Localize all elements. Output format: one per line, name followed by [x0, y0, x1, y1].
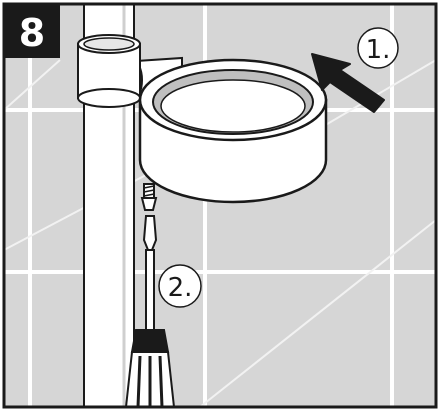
holder-assembly	[77, 34, 328, 204]
frame-border	[2, 2, 438, 409]
step-number: 8	[19, 11, 45, 55]
screw-icon	[140, 183, 158, 211]
callout-1-label: 1.	[366, 35, 391, 65]
screwdriver-icon	[124, 215, 176, 408]
callout-1: 1.	[357, 27, 399, 69]
step-badge: 8	[4, 4, 60, 58]
push-arrow-icon	[311, 53, 385, 113]
callout-2: 2.	[158, 264, 202, 308]
callout-2-label: 2.	[168, 273, 193, 303]
